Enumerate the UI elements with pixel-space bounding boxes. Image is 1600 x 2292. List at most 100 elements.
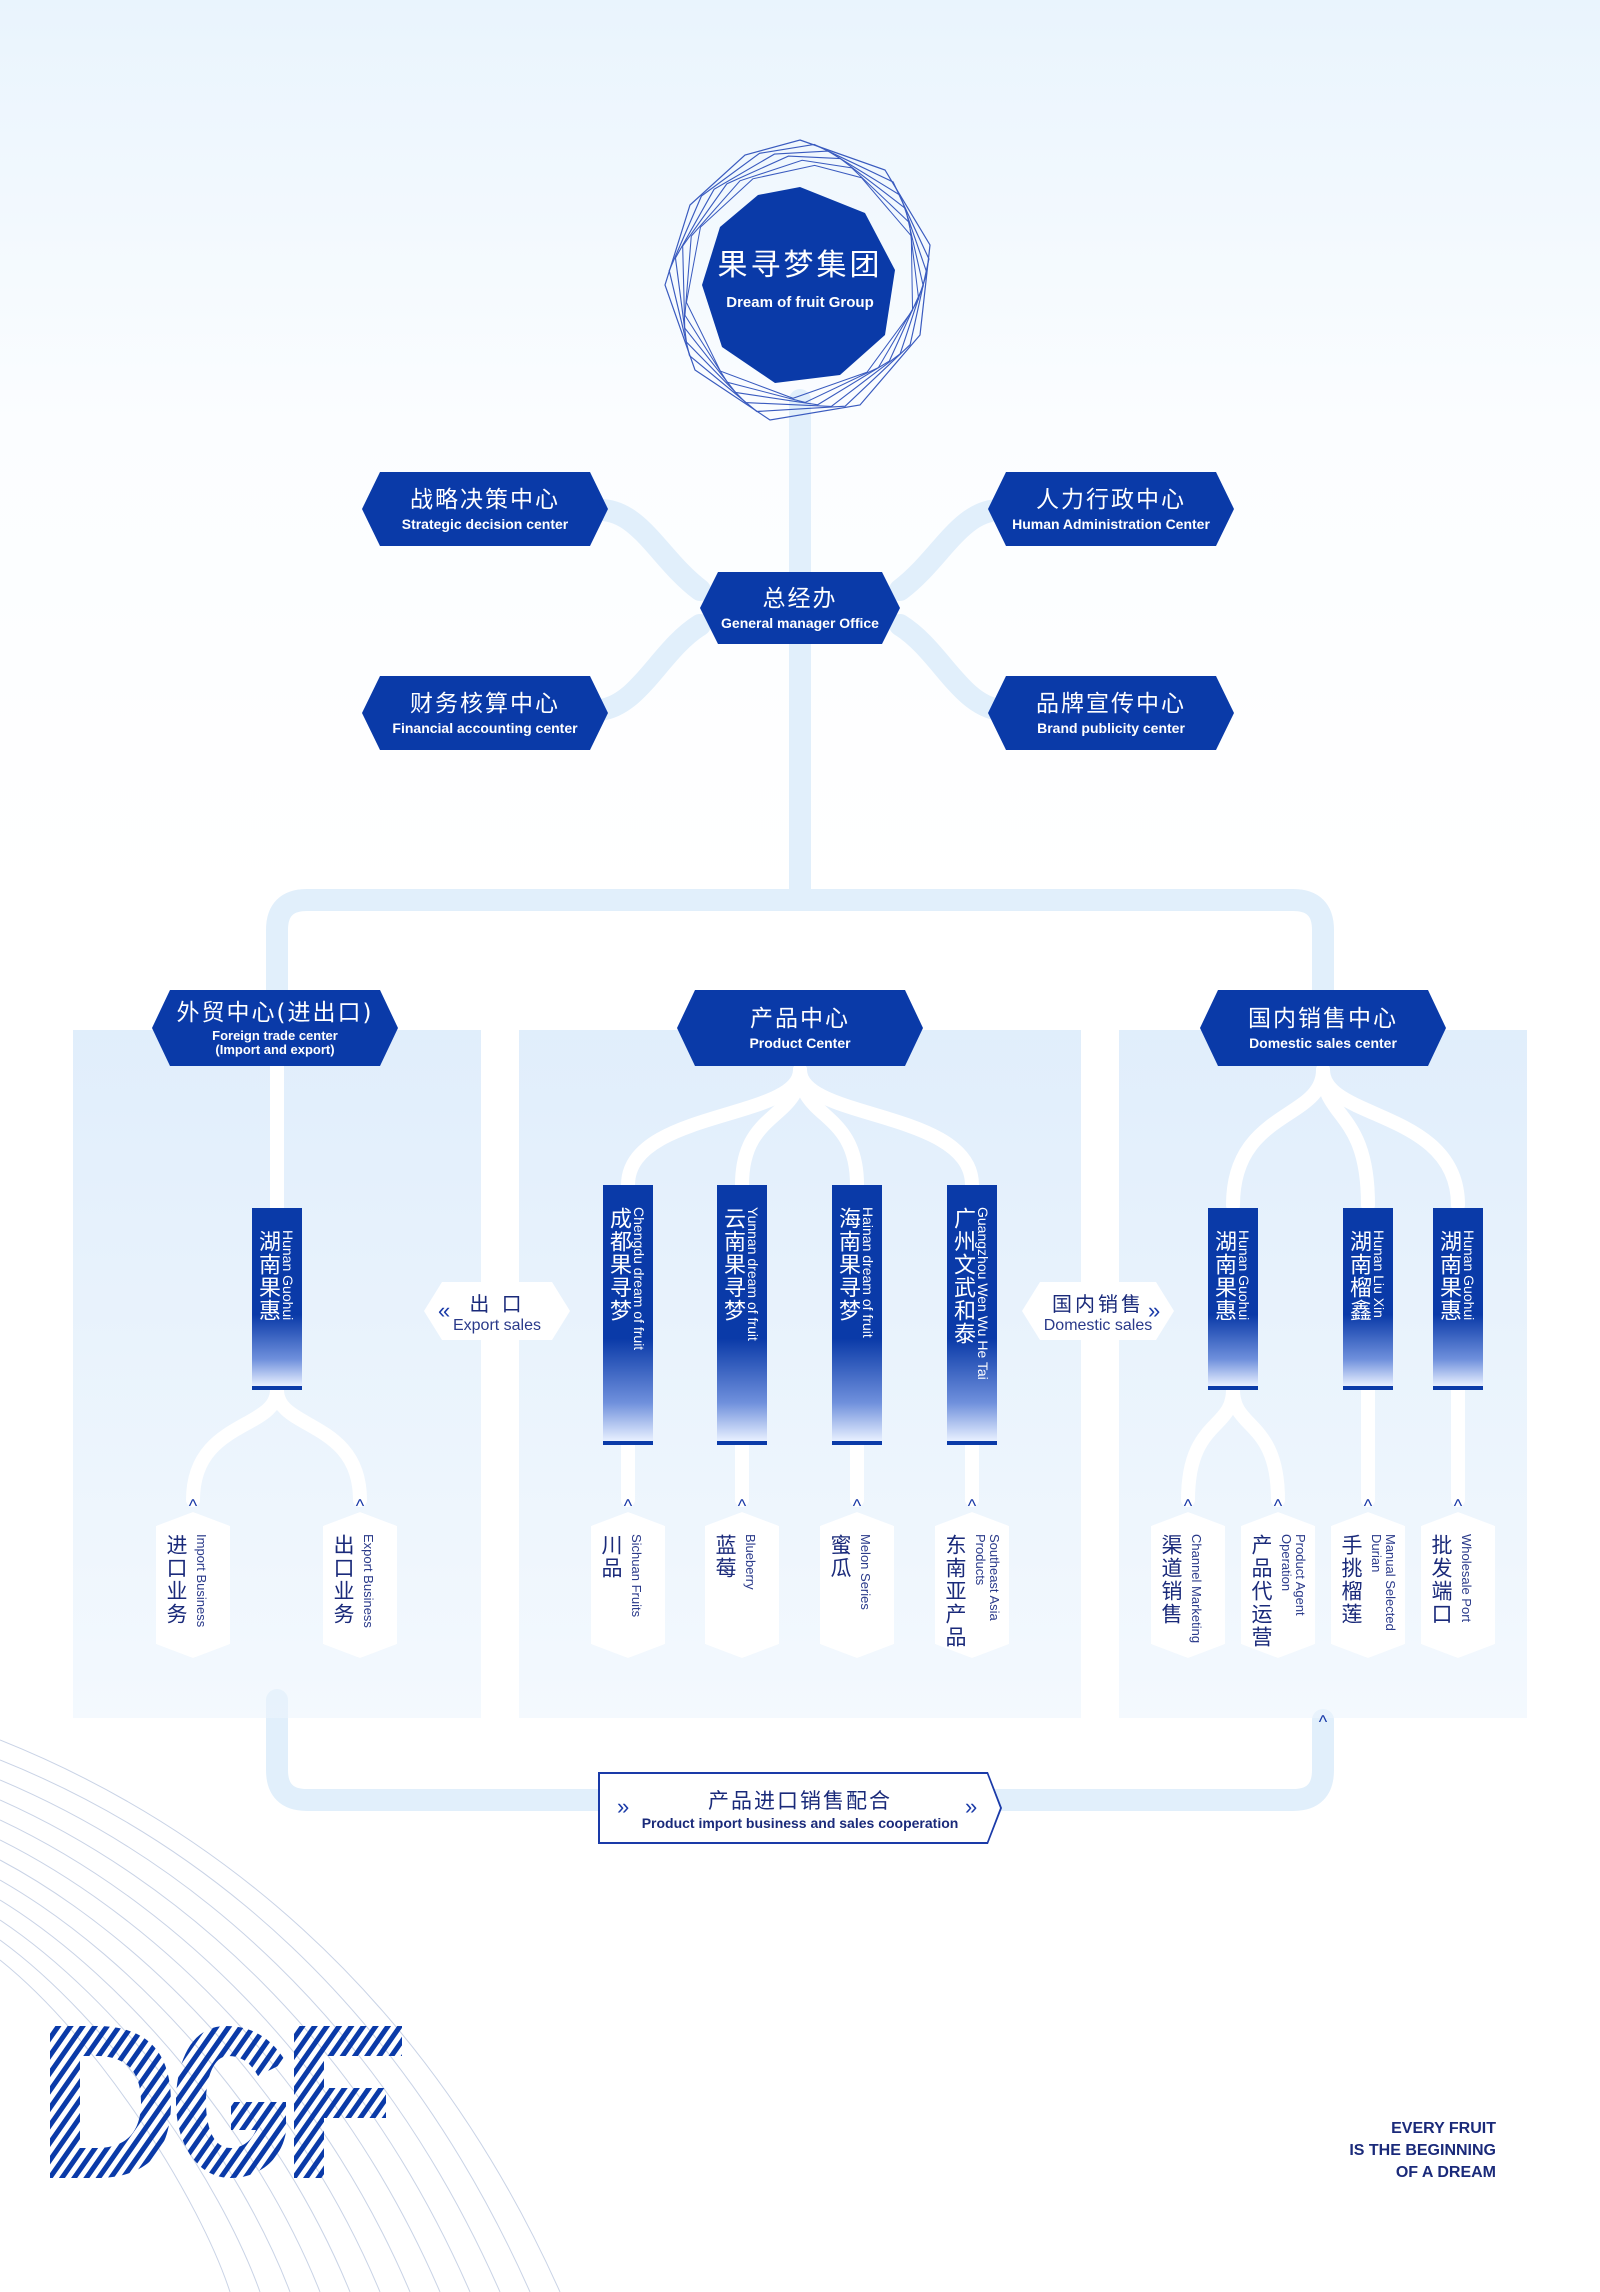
gm-office-node[interactable]: 总经办 General manager Office	[700, 572, 900, 644]
company-yunnan[interactable]: 云南果寻梦 Yunnan dream of fruit	[717, 1185, 767, 1445]
company-zh: 云南果寻梦	[720, 1207, 745, 1322]
business-en: Export Business	[361, 1534, 376, 1628]
center-en: Domestic sales center	[1249, 1035, 1397, 1051]
caret-up-icon: ^	[737, 1496, 747, 1516]
cooperation-box: 产品进口销售配合 Product import business and sal…	[598, 1772, 1002, 1844]
caret-up-icon: ^	[1453, 1496, 1463, 1516]
domestic-sales-label: 国内销售 Domestic sales	[1022, 1282, 1174, 1340]
business-zh: 出口业务	[331, 1534, 355, 1626]
business-zh: 产品代运营	[1249, 1534, 1273, 1649]
caret-up-icon: ^	[188, 1496, 198, 1516]
department-en: Human Administration Center	[1012, 516, 1210, 532]
product-card-blueberry[interactable]: 蓝莓 Blueberry	[705, 1512, 779, 1658]
export-sales-label: 出 口 Export sales	[424, 1282, 570, 1340]
gm-office-en: General manager Office	[721, 615, 879, 631]
company-hunan-guohui-domestic-2[interactable]: 湖南果惠 Hunan Guohui	[1433, 1208, 1483, 1390]
company-zh: 广州文武和泰	[950, 1207, 975, 1345]
company-en: Hunan Liu Xin	[1371, 1230, 1387, 1318]
company-hunan-guohui-domestic-1[interactable]: 湖南果惠 Hunan Guohui	[1208, 1208, 1258, 1390]
group-name-zh: 果寻梦集团	[717, 248, 883, 283]
product-center-node[interactable]: 产品中心 Product Center	[677, 990, 923, 1066]
gm-office-zh: 总经办	[762, 586, 838, 612]
company-hainan[interactable]: 海南果寻梦 Hainan dream of fruit	[832, 1185, 882, 1445]
foreign-trade-center-node[interactable]: 外贸中心(进出口) Foreign trade center (Import a…	[152, 990, 398, 1066]
slogan-line: IS THE BEGINNING	[1349, 2142, 1496, 2159]
business-card-durian[interactable]: 手挑榴莲 Manual Selected Durian	[1331, 1512, 1405, 1658]
product-card-melon[interactable]: 蜜瓜 Melon Series	[820, 1512, 894, 1658]
center-en: Foreign trade center	[212, 1028, 338, 1043]
cooperation-en: Product import business and sales cooper…	[641, 1815, 959, 1831]
slogan: EVERY FRUIT IS THE BEGINNING OF A DREAM	[1349, 2118, 1496, 2184]
company-chengdu[interactable]: 成都果寻梦 Chengdu dream of fruit	[603, 1185, 653, 1445]
department-en: Strategic decision center	[401, 516, 569, 532]
company-en: Guangzhou Wen Wu He Tai	[975, 1207, 991, 1380]
left-chevron-icon: «	[438, 1298, 451, 1323]
business-en: Manual Selected Durian	[1369, 1534, 1398, 1631]
company-zh: 海南果寻梦	[835, 1207, 860, 1322]
caret-up-icon: ^	[1183, 1496, 1193, 1516]
company-guangzhou[interactable]: 广州文武和泰 Guangzhou Wen Wu He Tai	[947, 1185, 997, 1445]
caret-up-icon: ^	[967, 1496, 977, 1516]
right-chevron-icon: »	[617, 1794, 630, 1819]
caret-up-icon: ^	[623, 1496, 633, 1516]
product-en: Southeast Asia Products	[973, 1534, 1002, 1621]
group-emblem	[664, 139, 931, 421]
company-en: Yunnan dream of fruit	[745, 1207, 761, 1341]
company-hunan-liuxin[interactable]: 湖南榴鑫 Hunan Liu Xin	[1343, 1208, 1393, 1390]
center-en: Product Center	[749, 1035, 851, 1051]
business-card-channel[interactable]: 渠道销售 Channel Marketing	[1151, 1512, 1225, 1658]
business-zh: 批发端口	[1429, 1534, 1453, 1626]
product-card-sichuan[interactable]: 川品 Sichuan Fruits	[591, 1512, 665, 1658]
product-zh: 东南亚产品	[943, 1534, 967, 1649]
domestic-sales-en: Domestic sales	[1043, 1316, 1153, 1334]
company-en: Hunan Guohui	[1461, 1230, 1477, 1321]
group-node[interactable]: 果寻梦集团 Dream of fruit Group	[700, 240, 900, 311]
department-zh: 战略决策中心	[410, 487, 560, 513]
department-en: Financial accounting center	[392, 720, 578, 736]
slogan-line: OF A DREAM	[1395, 2164, 1496, 2181]
product-en: Sichuan Fruits	[629, 1534, 644, 1618]
department-strategic[interactable]: 战略决策中心 Strategic decision center	[362, 472, 608, 546]
company-zh: 湖南果惠	[255, 1230, 280, 1322]
slogan-line: EVERY FRUIT	[1391, 2120, 1496, 2137]
product-en: Melon Series	[858, 1534, 873, 1610]
caret-up-icon: ^	[355, 1496, 365, 1516]
department-en: Brand publicity center	[1037, 720, 1185, 736]
department-human-admin[interactable]: 人力行政中心 Human Administration Center	[988, 472, 1234, 546]
company-en: Chengdu dream of fruit	[631, 1207, 647, 1351]
department-financial[interactable]: 财务核算中心 Financial accounting center	[362, 676, 608, 750]
center-zh: 外贸中心(进出口)	[176, 1000, 374, 1026]
company-en: Hunan Guohui	[1236, 1230, 1252, 1321]
company-hunan-guohui-foreign[interactable]: 湖南果惠 Hunan Guohui	[252, 1208, 302, 1390]
cooperation-zh: 产品进口销售配合	[708, 1789, 892, 1813]
caret-up-icon: ^	[1318, 1712, 1328, 1732]
business-card-import[interactable]: 进口业务 Import Business	[156, 1512, 230, 1658]
business-card-export[interactable]: 出口业务 Export Business	[323, 1512, 397, 1658]
export-sales-en: Export sales	[452, 1316, 542, 1334]
business-zh: 手挑榴莲	[1339, 1534, 1363, 1626]
domestic-sales-zh: 国内销售	[1052, 1291, 1144, 1316]
business-zh: 渠道销售	[1159, 1534, 1183, 1626]
caret-up-icon: ^	[852, 1496, 862, 1516]
business-en: Import Business	[194, 1534, 209, 1628]
center-zh: 国内销售中心	[1248, 1006, 1398, 1032]
business-card-agent[interactable]: 产品代运营 Product Agent Operation	[1241, 1512, 1315, 1658]
business-en: Product Agent Operation	[1279, 1534, 1308, 1616]
product-card-southeast-asia[interactable]: 东南亚产品 Southeast Asia Products	[935, 1512, 1009, 1658]
company-zh: 成都果寻梦	[606, 1207, 631, 1322]
business-card-wholesale[interactable]: 批发端口 Wholesale Port	[1421, 1512, 1495, 1658]
department-brand[interactable]: 品牌宣传中心 Brand publicity center	[988, 676, 1234, 750]
company-zh: 湖南果惠	[1436, 1230, 1461, 1322]
company-en: Hainan dream of fruit	[860, 1207, 876, 1338]
group-name-en: Dream of fruit Group	[726, 294, 874, 311]
dgf-logo-icon	[50, 2026, 402, 2178]
company-zh: 湖南榴鑫	[1346, 1230, 1371, 1322]
company-zh: 湖南果惠	[1211, 1230, 1236, 1322]
product-zh: 蓝莓	[713, 1534, 737, 1580]
caret-up-icon: ^	[1273, 1496, 1283, 1516]
department-zh: 品牌宣传中心	[1036, 691, 1186, 717]
domestic-sales-center-node[interactable]: 国内销售中心 Domestic sales center	[1200, 990, 1446, 1066]
caret-up-icon: ^	[1363, 1496, 1373, 1516]
right-chevron-icon: »	[1148, 1298, 1161, 1323]
